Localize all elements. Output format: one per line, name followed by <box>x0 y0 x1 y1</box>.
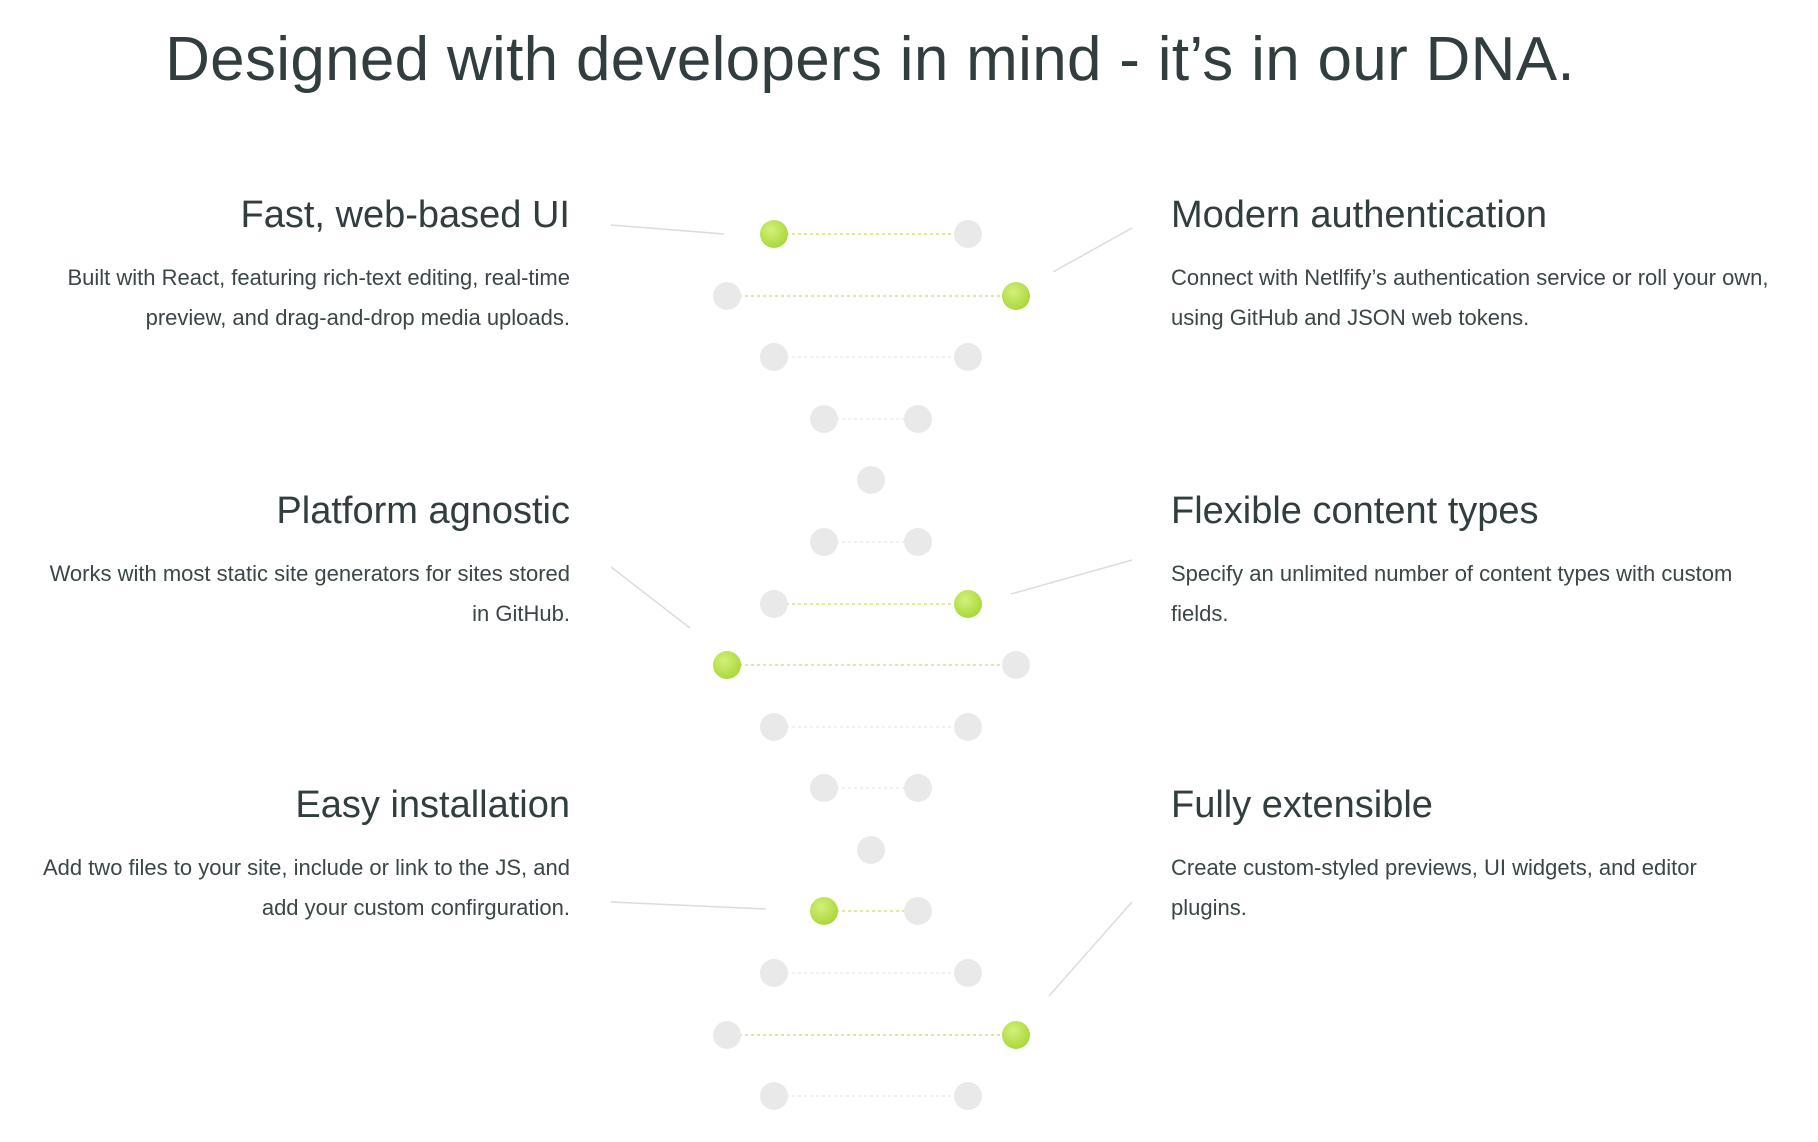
helix-dot <box>954 220 982 248</box>
helix-dot <box>760 959 788 987</box>
feature-description: Works with most static site generators f… <box>49 561 570 626</box>
helix-dot <box>760 590 788 618</box>
connector-fast-ui <box>610 224 725 235</box>
helix-dot <box>760 1082 788 1110</box>
feature-description: Specify an unlimited number of content t… <box>1171 561 1733 626</box>
helix-dot <box>760 713 788 741</box>
helix-dot <box>810 528 838 556</box>
feature-flexible-content-types: Flexible content types Specify an unlimi… <box>1171 488 1771 634</box>
helix-dot <box>954 1082 982 1110</box>
helix-dot-active <box>713 651 741 679</box>
feature-platform-agnostic: Platform agnostic Works with most static… <box>0 488 570 634</box>
helix-dot <box>857 466 885 494</box>
helix-dot <box>810 774 838 802</box>
feature-title: Easy installation <box>295 784 570 826</box>
helix-dot <box>904 897 932 925</box>
helix-dot <box>954 343 982 371</box>
helix-dot <box>760 343 788 371</box>
helix-dot <box>713 1021 741 1049</box>
helix-dot <box>857 836 885 864</box>
feature-title: Fast, web-based UI <box>240 194 570 236</box>
feature-title: Flexible content types <box>1171 490 1539 532</box>
helix-dot <box>904 774 932 802</box>
connector-easy-installation <box>610 901 767 910</box>
feature-title: Modern authentication <box>1171 194 1548 236</box>
feature-title: Fully extensible <box>1171 784 1433 826</box>
helix-dot-active <box>760 220 788 248</box>
helix-dot-active <box>810 897 838 925</box>
helix-dot <box>904 405 932 433</box>
connector-platform-agnostic <box>610 566 691 629</box>
helix-dot-active <box>1002 1021 1030 1049</box>
feature-description: Built with React, featuring rich-text ed… <box>67 265 570 330</box>
connector-modern-auth <box>1052 227 1133 273</box>
connector-flexible-content <box>1010 559 1133 595</box>
connector-fully-extensible <box>1048 901 1133 997</box>
helix-dot <box>810 405 838 433</box>
feature-description: Connect with Netlfify’s authentication s… <box>1171 265 1769 330</box>
feature-description: Add two files to your site, include or l… <box>42 855 570 920</box>
helix-dot <box>954 959 982 987</box>
page-title: Designed with developers in mind - it’s … <box>165 25 1575 94</box>
feature-easy-installation: Easy installation Add two files to your … <box>0 782 570 928</box>
helix-dot-active <box>954 590 982 618</box>
feature-modern-auth: Modern authentication Connect with Netlf… <box>1171 192 1771 338</box>
feature-description: Create custom-styled previews, UI widget… <box>1171 855 1697 920</box>
helix-dot-active <box>1002 282 1030 310</box>
helix-dot <box>713 282 741 310</box>
helix-dot <box>904 528 932 556</box>
helix-dot <box>1002 651 1030 679</box>
helix-dot <box>954 713 982 741</box>
feature-fast-ui: Fast, web-based UI Built with React, fea… <box>0 192 570 338</box>
feature-title: Platform agnostic <box>276 490 570 532</box>
feature-fully-extensible: Fully extensible Create custom-styled pr… <box>1171 782 1771 928</box>
